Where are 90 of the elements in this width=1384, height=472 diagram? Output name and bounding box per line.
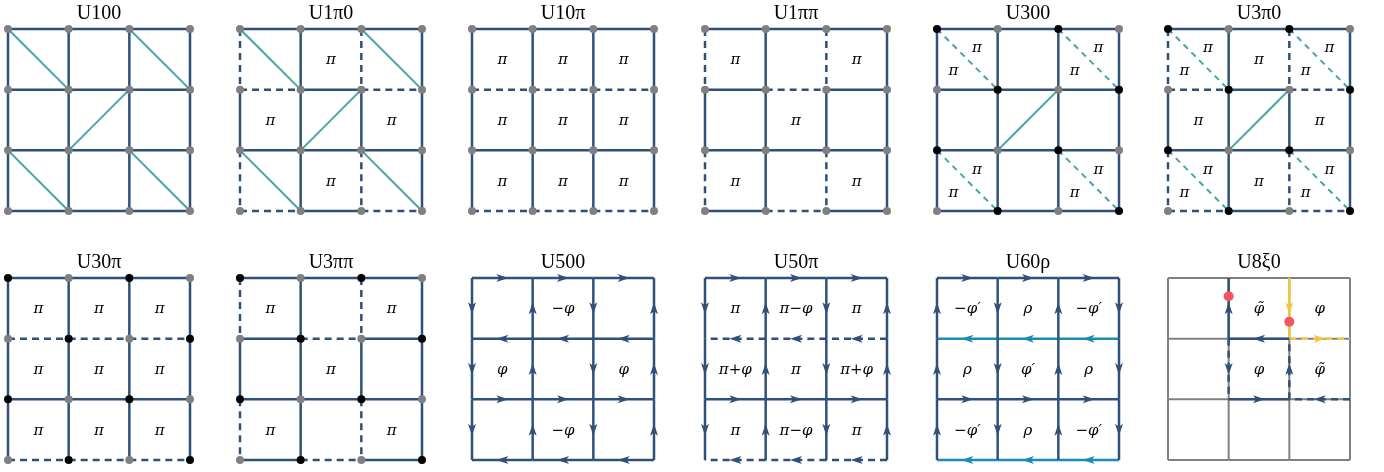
panel-title: U3π0 [1236,0,1282,24]
flux-label: π [386,299,397,318]
flux-label: −φ′ [954,299,981,318]
flux-label: π [1254,50,1264,69]
flux-label: π [558,171,568,190]
flux-label: π [497,111,508,129]
flux-label: π [730,171,741,190]
flux-label: φ [1314,299,1325,318]
flux-label: π [1254,171,1264,190]
flux-label: π [618,171,629,190]
flux-label: π [730,299,741,318]
flux-label: φ′ [1021,360,1035,378]
flux-label: π [1203,159,1213,178]
panel-title: U300 [1005,0,1051,24]
flux-label: −φ′ [954,420,981,439]
flux-label: π [558,50,568,69]
flux-label: π [386,420,397,439]
flux-label: π+φ [840,360,874,378]
flux-label: π [154,360,165,378]
flux-label: ρ [1084,360,1094,378]
flux-label: π [326,171,336,190]
flux-label: π [948,182,959,201]
flux-label: π+φ [718,360,752,378]
panel-title: U3ππ [308,249,354,273]
flux-label: −φ [551,299,575,318]
flux-label: π [386,111,397,129]
flux-label: π [851,171,862,190]
flux-label: π [33,420,44,439]
flux-label: π [1093,38,1104,57]
flux-label: π [94,360,104,378]
flux-label: π [154,299,165,318]
panel-title: U50π [773,249,819,273]
flux-label: φ [1253,360,1265,378]
panel-title: U500 [540,249,586,273]
flux-label: π [1193,111,1204,129]
flux-label: π [1069,182,1080,201]
flux-label: π [265,111,276,129]
flux-label: π [730,50,741,69]
flux-label: π [618,111,629,129]
flux-label: φ [618,360,629,378]
flux-label: π [948,61,959,80]
flux-label: π [94,299,104,318]
flux-label: φ [497,360,508,378]
flux-label: π [1069,61,1080,80]
panel-title: U1ππ [773,0,819,24]
flux-label: π [972,38,982,57]
flux-label: π [1179,182,1190,201]
flux-label: −φ′ [1075,299,1102,318]
flux-label: π [1324,159,1335,178]
panel-title: U30π [76,249,122,273]
panel-title: U60ρ [1005,249,1051,273]
flux-label: π [618,50,629,69]
panel-title: U10π [540,0,586,24]
flux-label: π [326,360,336,378]
flux-label: π [265,420,276,439]
flux-label: π [851,420,862,439]
flux-label: π [33,299,44,318]
flux-label: π [791,360,801,378]
flux-label: π [1300,61,1311,80]
flux-label: π [265,299,276,318]
flux-label: π [972,159,982,178]
flux-label: ρ [1023,420,1033,439]
flux-label: π [1093,159,1104,178]
flux-label: π [1324,38,1335,57]
flux-label: π [730,420,741,439]
flux-label: π [1203,38,1213,57]
flux-label: π [326,50,336,69]
flux-label: −φ′ [1075,420,1102,439]
flux-label: π−φ [779,420,813,439]
flux-label: π [497,171,508,190]
flux-label: π [497,50,508,69]
panel-title: U100 [76,0,122,24]
flux-label: π [1314,111,1325,129]
flux-label: π [1179,61,1190,80]
flux-label: π [33,360,44,378]
flux-label: π−φ [779,299,813,318]
flux-label: φ̃ [1253,299,1265,318]
flux-label: ρ [1023,299,1033,318]
flux-label: π [154,420,165,439]
flux-label: π [1300,182,1311,201]
flux-label: −φ [551,420,575,439]
flux-label: π [791,111,801,129]
panel-title: U8ξ0 [1237,249,1281,273]
flux-label: φ̃ [1314,360,1325,378]
flux-label: π [94,420,104,439]
flux-label: π [851,299,862,318]
flux-label: π [558,111,568,129]
panel-title: U1π0 [308,0,354,24]
flux-label: π [851,50,862,69]
flux-label: ρ [962,360,972,378]
